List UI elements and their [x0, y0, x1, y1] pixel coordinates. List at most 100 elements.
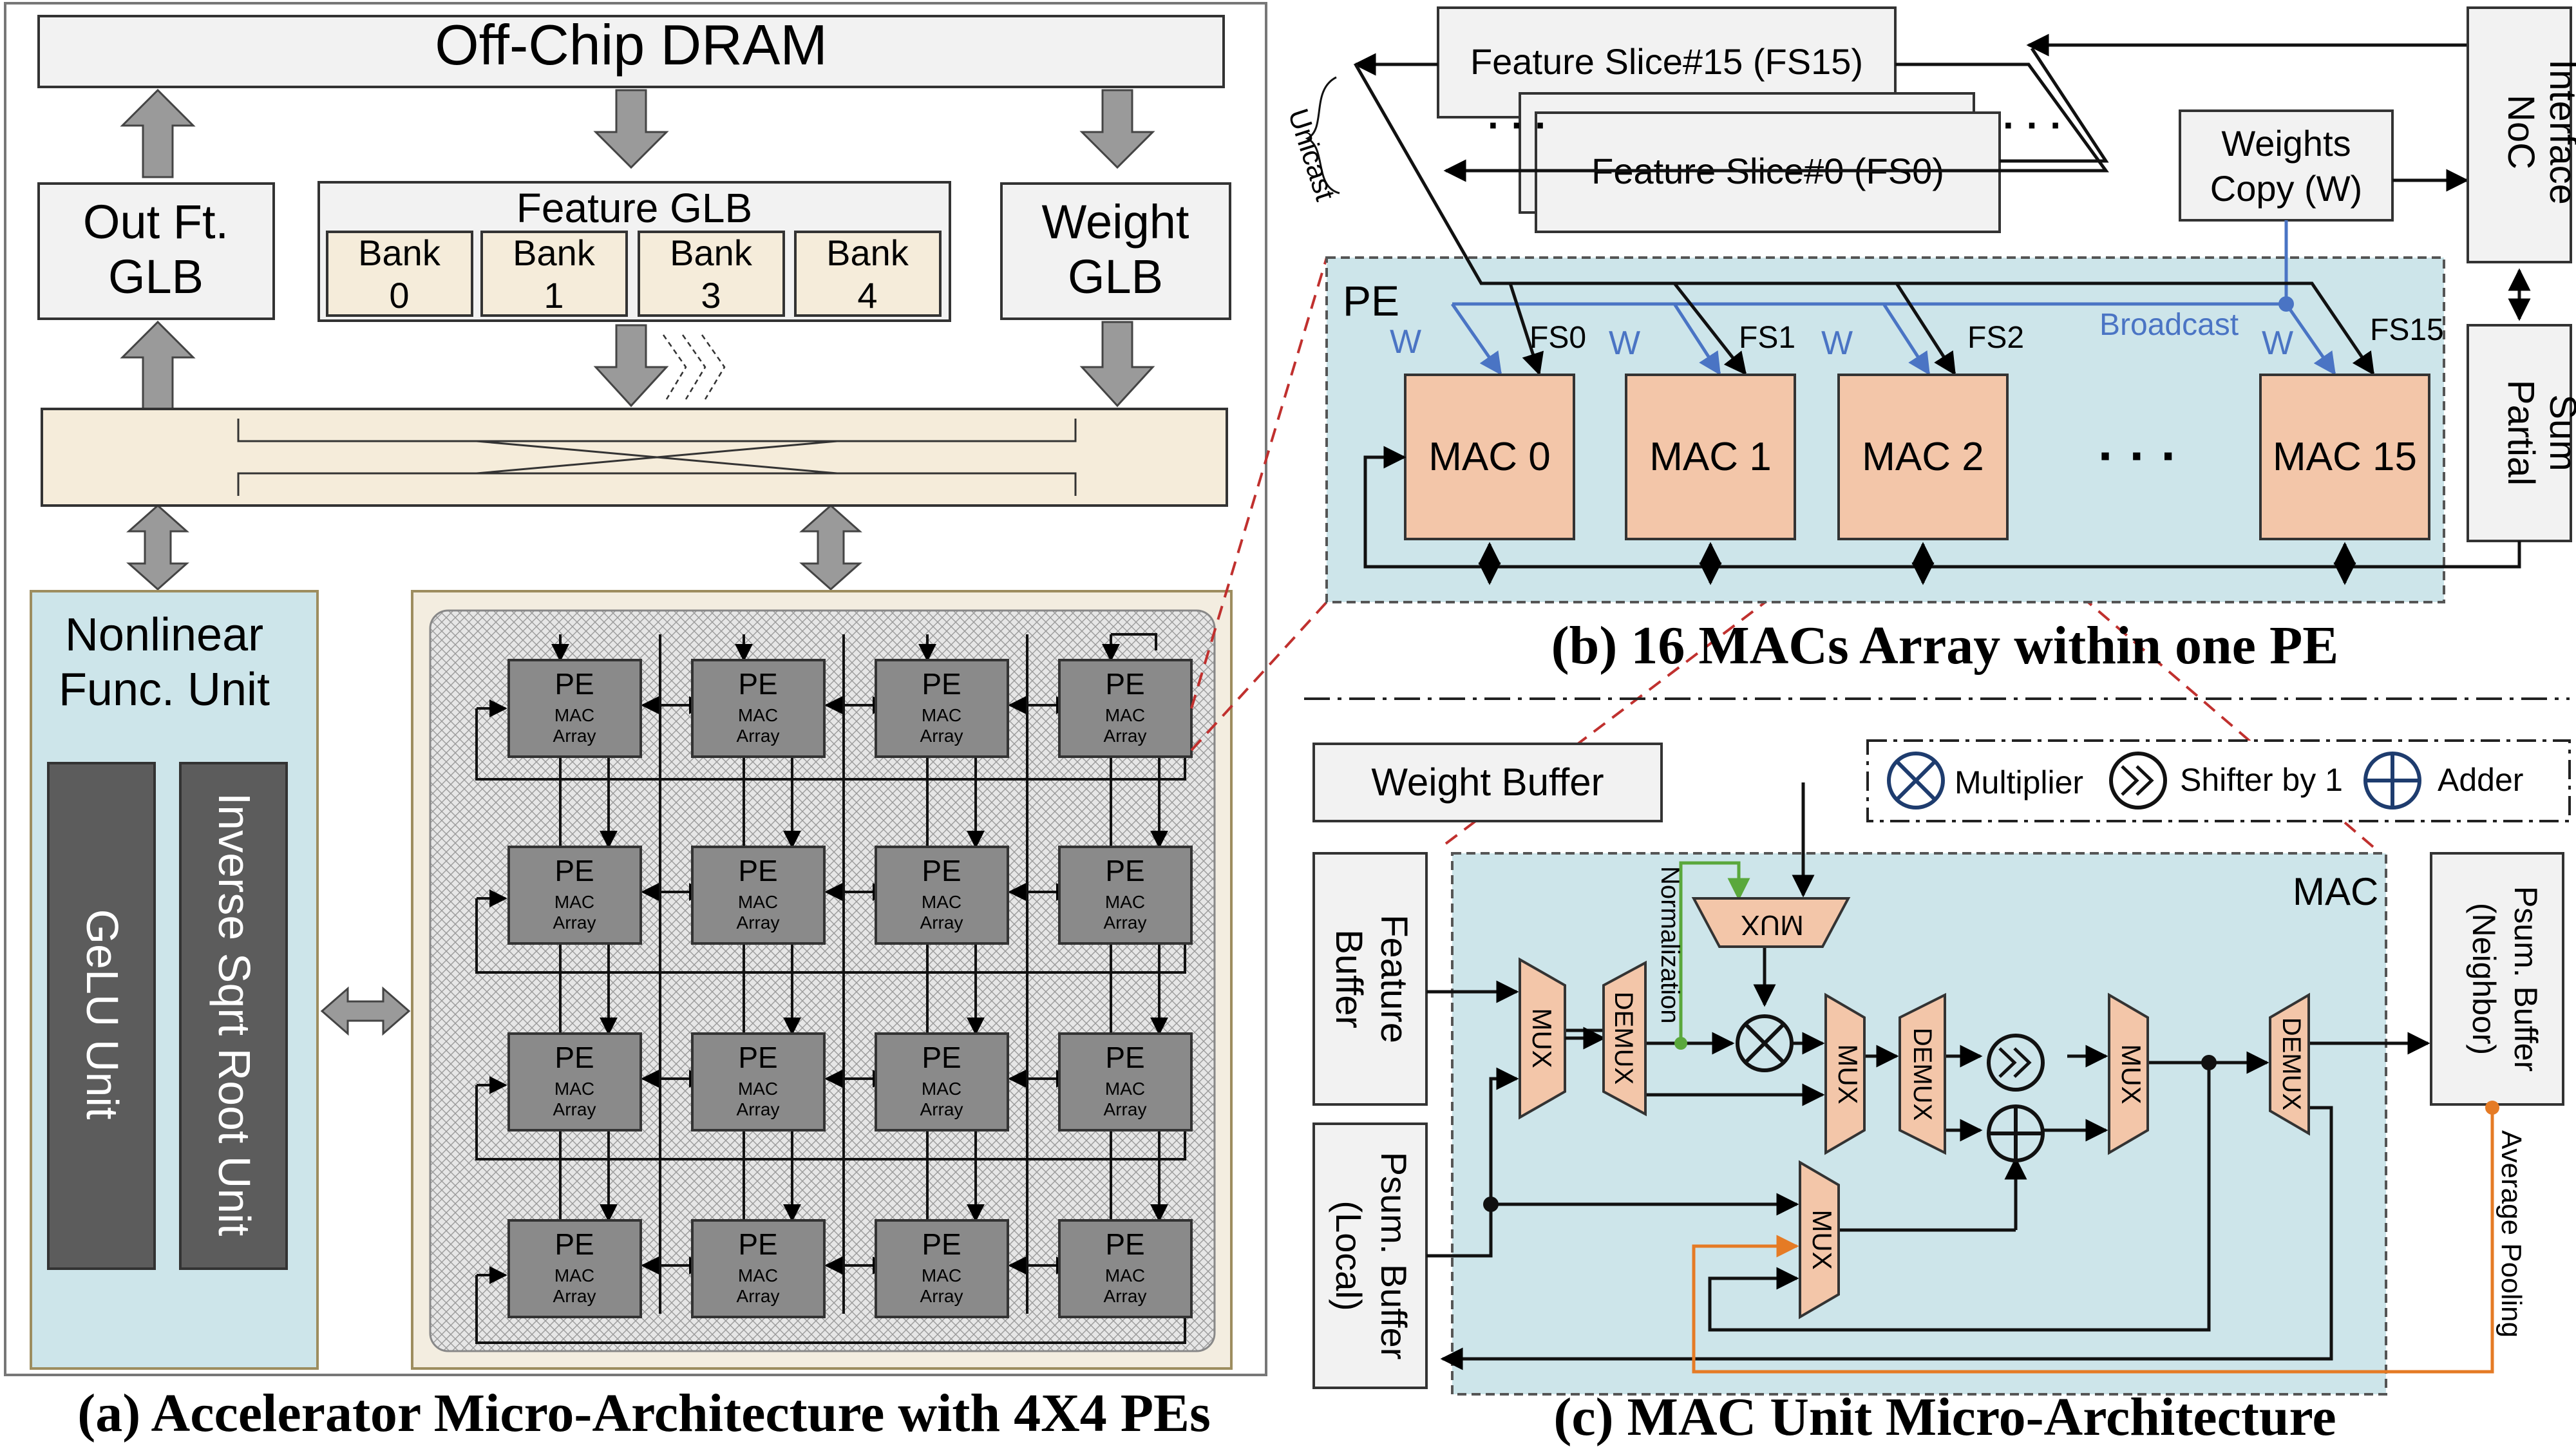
- weight-buffer: [1312, 743, 1663, 822]
- pe-sub-2: Array: [920, 913, 963, 933]
- pe-sub-1: MAC: [554, 705, 594, 725]
- weights-copy-label-1: Weights: [2221, 123, 2351, 164]
- bottom-mux: [1799, 1160, 1840, 1320]
- fs-label-15: FS15: [2370, 313, 2444, 347]
- weight-glb-box: [1000, 182, 1231, 320]
- top-mux: [1691, 897, 1851, 948]
- down-arrow-weight: [1079, 89, 1155, 169]
- pe-sub-1: MAC: [738, 705, 778, 725]
- legend-adder-label: Adder: [2438, 762, 2523, 798]
- pe-tile: PE MAC Array: [1058, 659, 1193, 758]
- bank-3: Bank 3: [638, 231, 785, 317]
- invsqrt-unit: [179, 762, 288, 1270]
- partial-sum-label-2: Sum: [2542, 394, 2576, 471]
- pe-sub-2: Array: [1104, 1286, 1147, 1306]
- mac-region-label: MAC: [2293, 870, 2378, 913]
- down-arrow-glb: [593, 324, 669, 408]
- up-arrow-xbar: [120, 320, 196, 410]
- bank-4-title: Bank: [826, 232, 909, 273]
- psum-neighbor-label-1: Psum. Buffer: [2508, 886, 2544, 1072]
- psum-local-label-1: Psum. Buffer: [1374, 1152, 1414, 1360]
- pe-tile: PE MAC Array: [875, 659, 1009, 758]
- mac-2: [1837, 374, 2009, 540]
- multiplier-unit-icon: [1736, 1014, 1794, 1072]
- pe-region-label: PE: [1343, 277, 1399, 325]
- pe-sub-2: Array: [1104, 1099, 1147, 1119]
- partial-sum-label-1: Partial: [2500, 380, 2542, 486]
- legend-multiplier-label: Multiplier: [1955, 764, 2083, 800]
- right-mux-label: MUX: [2116, 1044, 2146, 1104]
- legend-box: [1866, 739, 2571, 822]
- pe-sub-1: MAC: [922, 1079, 961, 1099]
- bank-1-number: 1: [544, 275, 564, 316]
- input-mux: [1519, 957, 1566, 1120]
- mac-15: [2259, 374, 2430, 540]
- adder-cross: [1989, 1106, 2043, 1160]
- average-pooling-label: Average Pooling: [2496, 1130, 2527, 1338]
- pe-sub-2: Array: [737, 726, 780, 746]
- bank-3-number: 3: [701, 275, 721, 316]
- partial-sum-box: [2467, 324, 2572, 542]
- input-demux-label: DEMUX: [1609, 992, 1638, 1084]
- noc-interface: [2467, 6, 2572, 263]
- pe-title: PE: [922, 667, 961, 701]
- gelu-unit: [47, 762, 156, 1270]
- shifter-icon: [2109, 752, 2167, 810]
- bidir-arrow-nonlinear: [126, 504, 189, 591]
- top-mux-label: MUX: [1741, 909, 1804, 941]
- panel-a: Off-Chip DRAM Out Ft. GLB Feature GLB: [4, 2, 1267, 1443]
- panel-b: Feature Slice#15 (FS15) Feature Slice#0 …: [1282, 6, 2576, 676]
- fs-dots-left: · · ·: [1488, 104, 1548, 147]
- pe-sub-2: Array: [553, 726, 596, 746]
- pe-sub-2: Array: [920, 726, 963, 746]
- pe-title: PE: [554, 1041, 594, 1074]
- dram-box: [37, 15, 1225, 88]
- junction-dot-2: [1483, 1197, 1499, 1212]
- out-glb-label-1: Out Ft.: [83, 195, 229, 249]
- pe-title: PE: [738, 854, 777, 887]
- weight-glb-label-1: Weight: [1042, 195, 1189, 249]
- caption-b: (b) 16 MACs Array within one PE: [1551, 616, 2339, 676]
- fs15-label: Feature Slice#15 (FS15): [1470, 41, 1863, 82]
- pe-sub-2: Array: [920, 1286, 963, 1306]
- pe-title: PE: [1105, 854, 1144, 887]
- mac-15-label: MAC 15: [2273, 435, 2417, 479]
- fs-label-0: FS0: [1530, 321, 1586, 355]
- legend-multiplier: Multiplier: [1887, 752, 2083, 810]
- pe-sub-1: MAC: [1105, 1079, 1145, 1099]
- weight-buffer-label: Weight Buffer: [1371, 761, 1604, 804]
- broadcast-label: Broadcast: [2099, 308, 2239, 342]
- pe-title: PE: [1105, 1041, 1144, 1074]
- mid-mux: [1824, 992, 1866, 1155]
- pe-tile: PE MAC Array: [1058, 1032, 1193, 1132]
- pe-sub-1: MAC: [554, 1265, 594, 1285]
- pe-title: PE: [1105, 667, 1144, 701]
- fs-dots-right: · · ·: [2003, 104, 2063, 147]
- broadcast-network: [1450, 220, 2336, 375]
- normalization-path: [1679, 861, 1750, 1043]
- out-glb-box: [37, 182, 275, 320]
- feature-glb-label: Feature GLB: [516, 185, 752, 231]
- pe-sub-1: MAC: [1105, 1265, 1145, 1285]
- pe-sub-1: MAC: [738, 892, 778, 912]
- legend-shifter: Shifter by 1: [2109, 752, 2343, 810]
- pe-sub-1: MAC: [1105, 705, 1145, 725]
- multiplier-cross: [1744, 1023, 1785, 1064]
- legend-adder: Adder: [2363, 752, 2523, 810]
- junction-dot-pool: [2485, 1101, 2499, 1115]
- pe-sub-1: MAC: [1105, 892, 1145, 912]
- bank-1-title: Bank: [513, 232, 596, 273]
- pe-sub-2: Array: [553, 1099, 596, 1119]
- bottom-mux-label: MUX: [1807, 1209, 1837, 1269]
- unicast-arrows: [1353, 47, 2109, 182]
- input-demux: [1602, 960, 1647, 1117]
- fs-feed-lines: [1354, 63, 2375, 376]
- weights-copy-box: [2179, 109, 2394, 222]
- nonlinear-label-2: Func. Unit: [59, 664, 270, 715]
- multiplier-icon: [1887, 752, 1945, 810]
- feature-buffer-label-2: Buffer: [1328, 929, 1370, 1028]
- pe-title: PE: [922, 1227, 961, 1261]
- pe-title: PE: [738, 1227, 777, 1261]
- pe-title: PE: [922, 854, 961, 887]
